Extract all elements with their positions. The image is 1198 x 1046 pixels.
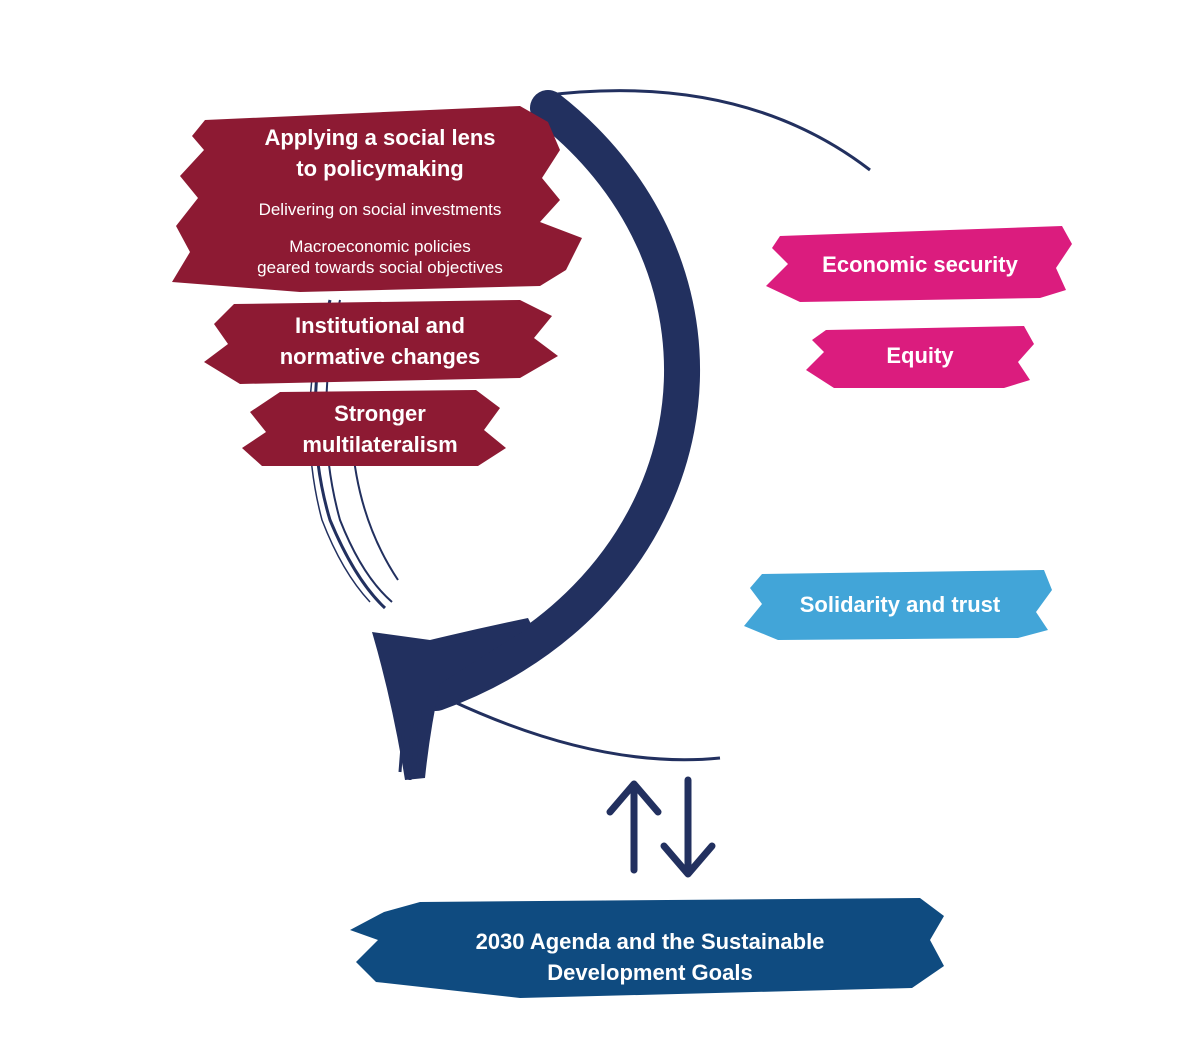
cycle-ring-upper-edge [539, 89, 871, 172]
institutional-line2: normative changes [279, 344, 481, 369]
economic-security-label: Economic security [822, 252, 1018, 277]
brush-economic-security [766, 226, 1072, 302]
brush-solidarity [744, 570, 1052, 640]
brush-social-lens [172, 106, 582, 292]
multilateral-line1: Stronger [334, 401, 426, 426]
agenda-line2: Development Goals [547, 960, 753, 985]
policy-brush-blocks [172, 106, 582, 466]
cycle-ring [418, 89, 871, 762]
institutional-line1: Institutional and [295, 313, 465, 338]
cycle-ring-stroke [418, 90, 700, 711]
policy-sub-macro-line1: Macroeconomic policies [289, 237, 471, 256]
policy-title-line1: Applying a social lens [264, 125, 496, 150]
cycle-arrowhead [372, 618, 532, 781]
multilateral-line2: multilateralism [302, 432, 458, 457]
multilateral-label: Stronger multilateralism [240, 398, 520, 460]
outcome-brush-blocks [744, 226, 1072, 640]
brush-institutional [204, 300, 558, 384]
brush-multilateral [242, 390, 506, 466]
policy-title: Applying a social lens to policymaking [190, 122, 570, 184]
equity-label: Equity [886, 343, 954, 368]
agenda-line1: 2030 Agenda and the Sustainable [475, 929, 825, 954]
arrow-up [606, 780, 662, 874]
agenda-label: 2030 Agenda and the Sustainable Developm… [360, 926, 940, 988]
brush-agenda [350, 898, 944, 998]
institutional-label: Institutional and normative changes [200, 310, 560, 372]
cycle-ring-lower-edge [449, 698, 721, 762]
solidarity-label: Solidarity and trust [799, 592, 1001, 617]
bidirectional-arrows [606, 776, 716, 878]
arrow-down [660, 776, 716, 878]
policy-title-line2: to policymaking [296, 156, 464, 181]
brush-equity [806, 326, 1034, 388]
policy-sub-macro-line2: geared towards social objectives [257, 258, 503, 277]
policy-sub-macroeconomic: Macroeconomic policies geared towards so… [180, 236, 580, 278]
policy-sub-social-investments: Delivering on social investments [258, 200, 502, 219]
